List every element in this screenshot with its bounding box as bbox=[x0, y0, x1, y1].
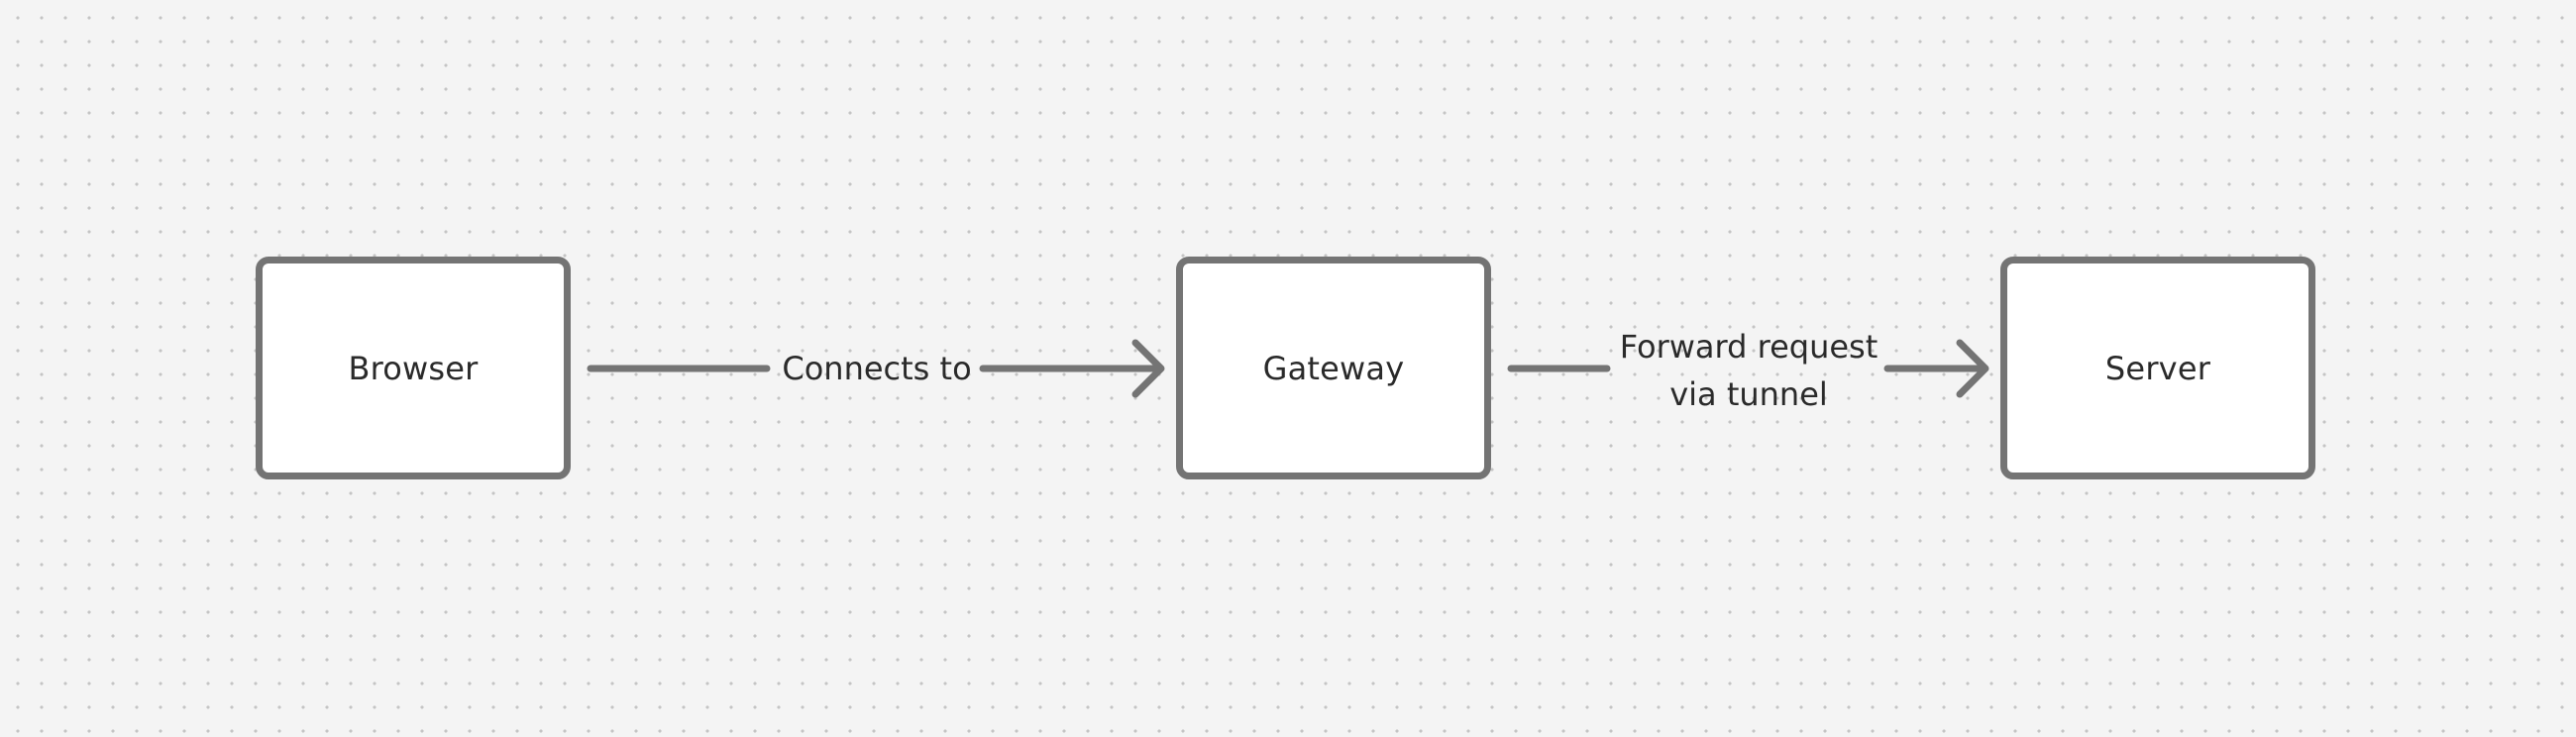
edge-browser-gateway[interactable] bbox=[587, 339, 1165, 398]
node-label: Server bbox=[2104, 349, 2211, 387]
node-server[interactable]: Server bbox=[2000, 257, 2315, 479]
arrowhead-icon bbox=[1956, 339, 1989, 398]
node-browser[interactable]: Browser bbox=[256, 257, 571, 479]
node-label: Browser bbox=[348, 349, 479, 387]
node-label: Gateway bbox=[1262, 349, 1405, 387]
edge-label-forward-request: Forward request via tunnel bbox=[1605, 323, 1892, 418]
edge-label-line: via tunnel bbox=[1669, 375, 1828, 413]
edge-label-line: Forward request bbox=[1619, 328, 1878, 366]
arrowhead-icon bbox=[1131, 339, 1165, 398]
edge-label-line: Connects to bbox=[782, 350, 972, 387]
edge-gateway-server[interactable] bbox=[1507, 339, 1989, 398]
edge-label-connects-to: Connects to bbox=[773, 345, 981, 392]
node-gateway[interactable]: Gateway bbox=[1176, 257, 1491, 479]
